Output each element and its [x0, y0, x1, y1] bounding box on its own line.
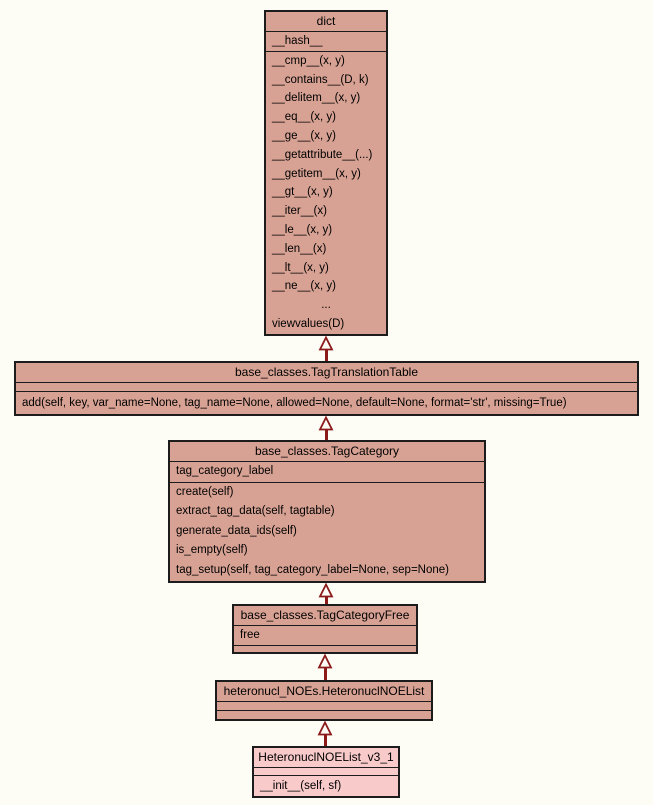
arrow-stem	[324, 350, 328, 361]
class-title: HeteronuclNOEList_v3_1	[258, 750, 394, 764]
member-row: is_empty(self)	[176, 544, 248, 557]
member-row: __getitem__(x, y)	[272, 167, 361, 180]
member-row: viewvalues(D)	[272, 317, 345, 330]
member-row: __init__(self, sf)	[260, 780, 342, 792]
class-box-tagtranslationtable[interactable]: base_classes.TagTranslationTable add(sel…	[14, 361, 639, 416]
empty-methods-compartment	[217, 710, 431, 719]
class-box-dict[interactable]: dict __hash__ __cmp__(x, y) __contains__(…	[264, 10, 388, 336]
inheritance-arrow	[317, 654, 333, 680]
member-row: extract_tag_data(self, tagtable)	[176, 505, 335, 518]
member-row: __gt__(x, y)	[272, 186, 333, 199]
methods-compartment: add(self, key, var_name=None, tag_name=N…	[16, 391, 637, 414]
inheritance-arrow	[318, 416, 334, 440]
inheritance-arrowhead-icon	[318, 336, 334, 351]
empty-attributes-compartment	[217, 701, 431, 710]
member-row: __getattribute__(...)	[272, 148, 373, 161]
member-row: tag_setup(self, tag_category_label=None,…	[176, 563, 449, 576]
member-row: __lt__(x, y)	[272, 261, 329, 274]
methods-compartment: __cmp__(x, y) __contains__(D, k) __delitem…	[266, 50, 386, 334]
member-row: __delitem__(x, y)	[272, 92, 361, 105]
class-title: heteronucl_NOEs.HeteronuclNOEList	[223, 684, 425, 698]
class-box-heteronuclnoelist-v3-1[interactable]: HeteronuclNOEList_v3_1 __init__(self, sf…	[252, 746, 400, 798]
class-box-heteronuclnoelist[interactable]: heteronucl_NOEs.HeteronuclNOEList	[215, 680, 433, 721]
arrow-stem	[323, 668, 327, 680]
member-row: ...	[321, 299, 331, 312]
member-row: __eq__(x, y)	[272, 111, 336, 124]
inheritance-arrow	[318, 336, 334, 361]
inheritance-arrowhead-icon	[317, 721, 333, 736]
class-box-tagcategory[interactable]: base_classes.TagCategory tag_category_la…	[168, 440, 486, 583]
attributes-compartment: tag_category_label	[170, 461, 484, 482]
empty-attributes-compartment	[254, 767, 398, 775]
arrow-stem	[324, 430, 328, 440]
member-row: __le__(x, y)	[272, 223, 333, 236]
member-row: __contains__(D, k)	[272, 73, 369, 86]
arrow-stem	[324, 597, 328, 604]
member-row: create(self)	[176, 485, 234, 498]
member-row: __len__(x)	[272, 242, 327, 255]
member-row: __iter__(x)	[272, 205, 327, 218]
member-row: generate_data_ids(self)	[176, 524, 297, 537]
inheritance-arrow	[317, 721, 333, 746]
attributes-compartment: __hash__	[266, 31, 386, 51]
class-box-tagcategoryfree[interactable]: base_classes.TagCategoryFree free	[232, 604, 418, 654]
methods-compartment: create(self) extract_tag_data(self, tagta…	[170, 481, 484, 581]
class-title: base_classes.TagTranslationTable	[235, 365, 418, 379]
inheritance-arrowhead-icon	[317, 654, 333, 669]
attributes-compartment: free	[234, 625, 416, 645]
inheritance-arrowhead-icon	[318, 583, 334, 598]
member-row: free	[240, 629, 260, 641]
member-row: __ne__(x, y)	[272, 280, 336, 293]
member-row: tag_category_label	[176, 465, 274, 477]
class-title: base_classes.TagCategoryFree	[240, 608, 410, 622]
member-row: __hash__	[272, 35, 323, 47]
empty-attributes-compartment	[16, 382, 637, 391]
inheritance-arrowhead-icon	[318, 416, 334, 431]
methods-compartment: __init__(self, sf)	[254, 775, 398, 796]
member-row: __ge__(x, y)	[272, 129, 336, 142]
member-row: __cmp__(x, y)	[272, 54, 345, 67]
member-row: add(self, key, var_name=None, tag_name=N…	[22, 397, 567, 409]
arrow-stem	[323, 735, 327, 746]
empty-methods-compartment	[234, 645, 416, 652]
class-title: dict	[316, 14, 336, 28]
class-title: base_classes.TagCategory	[254, 444, 400, 458]
inheritance-arrow	[318, 583, 334, 604]
